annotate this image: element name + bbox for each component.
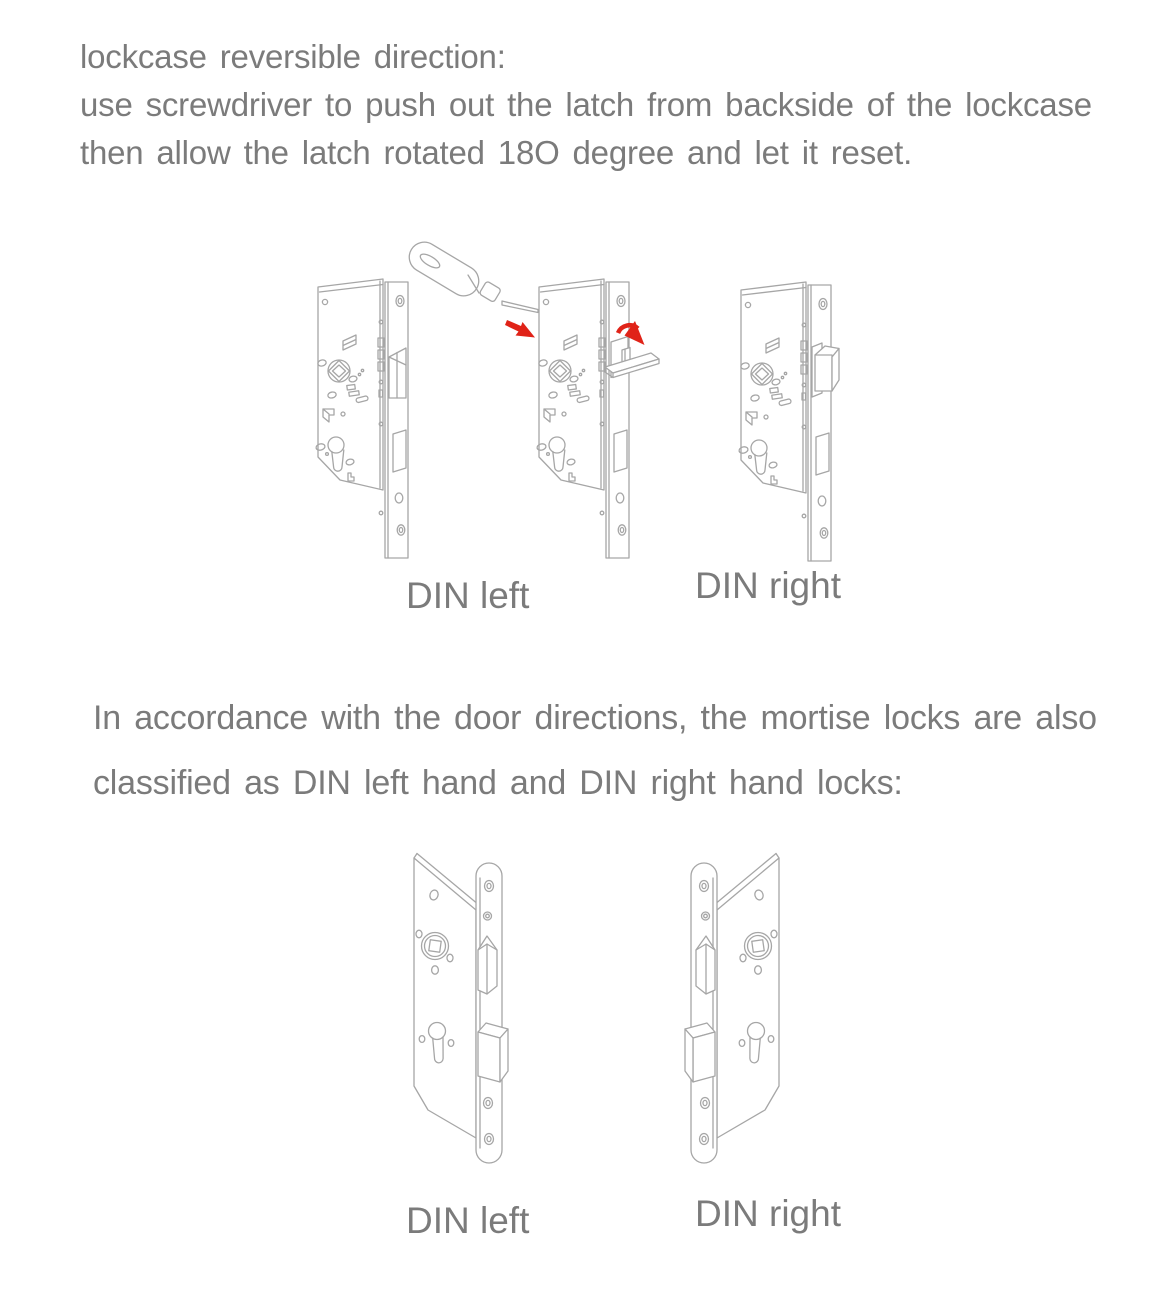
- figure-handedness-label-din-left: DIN left: [406, 1200, 530, 1241]
- figure-reversal-label-din-right: DIN right: [695, 565, 841, 606]
- intro-line-2: use screwdriver to push out the latch fr…: [80, 86, 1092, 123]
- handedness-line-2: classified as DIN left hand and DIN righ…: [93, 764, 903, 802]
- intro-line-1: lockcase reversible direction:: [80, 38, 506, 75]
- screwdriver-icon: [408, 241, 539, 338]
- intro-paragraph: lockcase reversible direction: use screw…: [80, 33, 1092, 177]
- latch-block-right: [811, 342, 840, 398]
- mortise-lock-front-din-left-icon: [413, 852, 509, 1164]
- figure-handedness-label-din-right: DIN right: [695, 1193, 841, 1234]
- latch-bevel-left: [388, 347, 407, 399]
- latch-flipped-out: [604, 335, 660, 379]
- handedness-paragraph: In accordance with the door directions, …: [93, 686, 1097, 816]
- mortise-lock-front-din-right-icon: [684, 852, 780, 1164]
- intro-line-3: then allow the latch rotated 18O degree …: [80, 134, 913, 171]
- mortise-lock-back-latch-flipped-icon: [535, 278, 660, 559]
- handedness-line-1: In accordance with the door directions, …: [93, 699, 1097, 737]
- push-arrow-icon: [505, 320, 535, 338]
- mortise-lock-back-latch-right-icon: [737, 281, 840, 562]
- mortise-lock-back-latch-left-icon: [314, 278, 409, 559]
- figure-reversal-label-din-left: DIN left: [406, 575, 530, 616]
- rotation-arrow-icon: [615, 321, 645, 345]
